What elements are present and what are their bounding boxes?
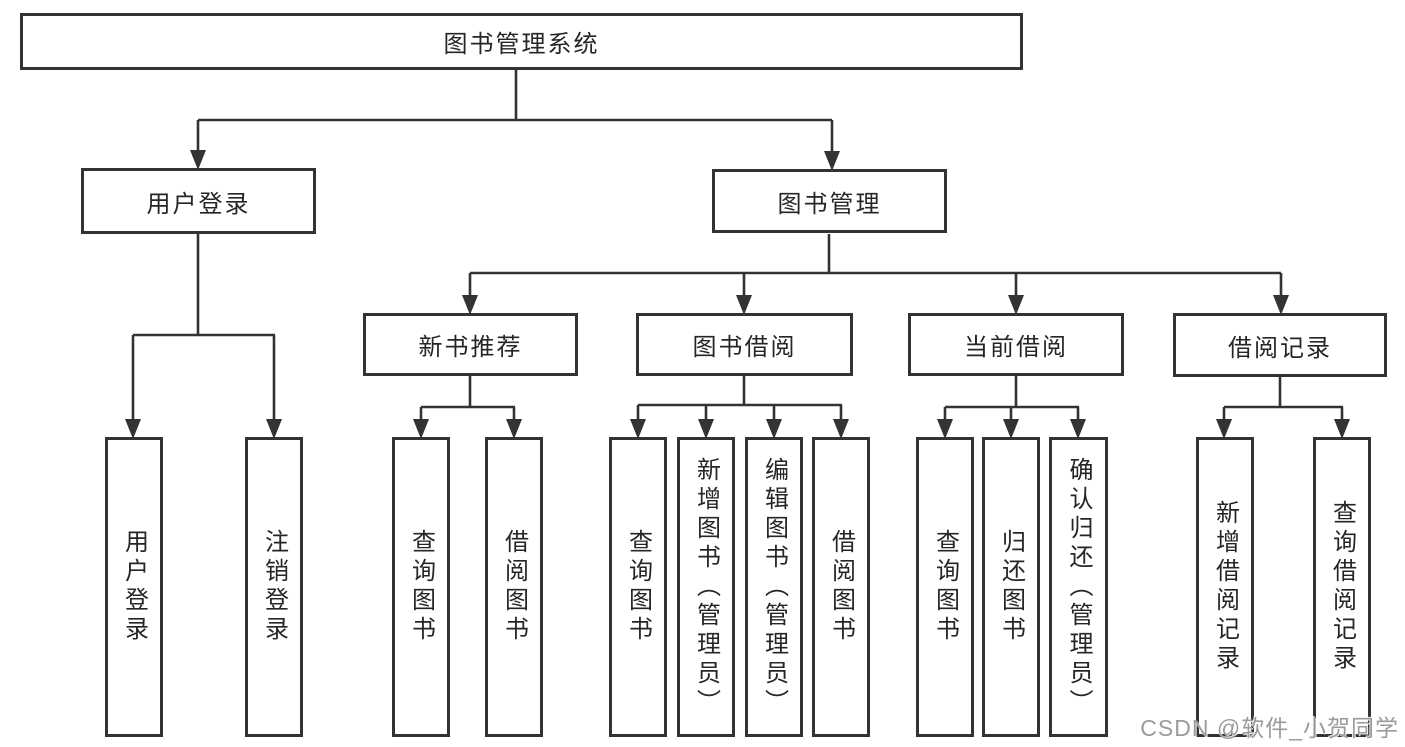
arrow-icon (413, 419, 429, 439)
arrow-icon (824, 151, 840, 171)
leaf-add-borrow-record: 新增借阅记录 (1196, 437, 1254, 737)
node-label: 图书借阅 (692, 334, 797, 361)
leaf-borrow-book-2: 借阅图书 (812, 437, 870, 737)
leaf-label: 查询图书 (931, 529, 959, 645)
leaf-label: 新增借阅记录 (1211, 500, 1239, 674)
arrow-icon (190, 150, 206, 170)
leaf-logout-login: 注销登录 (245, 437, 303, 737)
leaf-query-book-2: 查询图书 (609, 437, 667, 737)
leaf-label: 归还图书 (997, 529, 1025, 645)
node-book-management: 图书管理 (712, 169, 947, 233)
arrow-icon (698, 419, 714, 439)
edge-bus-lines (133, 69, 1343, 409)
node-current-borrow: 当前借阅 (908, 313, 1124, 376)
arrow-icon (1334, 419, 1350, 439)
leaf-label: 新增图书（管理员） (692, 456, 720, 718)
arrow-icon (1008, 295, 1024, 315)
arrow-icon (1070, 419, 1086, 439)
leaf-label: 借阅图书 (827, 529, 855, 645)
arrow-icon (630, 419, 646, 439)
leaf-query-borrow-record: 查询借阅记录 (1313, 437, 1371, 737)
leaf-borrow-book: 借阅图书 (485, 437, 543, 737)
csdn-watermark: CSDN @软件_小贺同学 (1140, 715, 1399, 741)
node-label: 图书管理系统 (443, 31, 600, 58)
arrow-icon (736, 295, 752, 315)
leaf-label: 查询图书 (624, 529, 652, 645)
leaf-label: 注销登录 (260, 529, 288, 645)
leaf-confirm-return-admin: 确认归还（管理员） (1049, 437, 1108, 737)
node-root: 图书管理系统 (20, 13, 1023, 70)
leaf-edit-book-admin: 编辑图书（管理员） (745, 437, 803, 737)
leaf-label: 确认归还（管理员） (1065, 456, 1092, 718)
node-label: 新书推荐 (418, 334, 523, 361)
arrow-icon (833, 419, 849, 439)
arrow-icon (462, 295, 478, 315)
node-new-book-recommend: 新书推荐 (363, 313, 578, 376)
leaf-user-login: 用户登录 (105, 437, 163, 737)
tree-edges (131, 69, 1344, 423)
node-book-borrow: 图书借阅 (636, 313, 853, 376)
node-user-login: 用户登录 (81, 168, 316, 234)
arrow-icon (937, 419, 953, 439)
node-borrow-records: 借阅记录 (1173, 313, 1387, 377)
leaf-return-book: 归还图书 (982, 437, 1040, 737)
node-label: 用户登录 (146, 190, 251, 218)
arrow-icon (266, 419, 282, 439)
arrow-icon (1273, 295, 1289, 315)
arrow-icon (1216, 419, 1232, 439)
leaf-label: 编辑图书（管理员） (760, 456, 788, 718)
leaf-add-book-admin: 新增图书（管理员） (677, 437, 735, 737)
leaf-label: 用户登录 (120, 529, 148, 645)
arrow-icon (506, 419, 522, 439)
leaf-label: 查询图书 (407, 529, 435, 645)
node-label: 借阅记录 (1228, 334, 1332, 362)
arrow-icon (766, 419, 782, 439)
leaf-query-book-3: 查询图书 (916, 437, 974, 737)
leaf-query-book: 查询图书 (392, 437, 450, 737)
arrowheads (125, 150, 1350, 439)
node-label: 图书管理 (777, 190, 882, 218)
arrow-icon (1003, 419, 1019, 439)
arrow-icon (125, 419, 141, 439)
leaf-label: 查询借阅记录 (1328, 500, 1356, 674)
leaf-label: 借阅图书 (500, 529, 528, 645)
node-label: 当前借阅 (964, 334, 1068, 361)
edge-arrow-stems (131, 120, 1344, 423)
